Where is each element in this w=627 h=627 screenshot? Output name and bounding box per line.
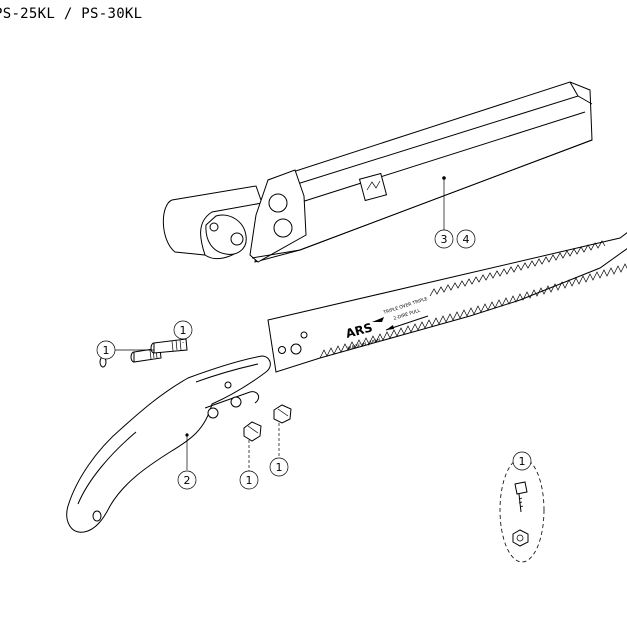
svg-text:1: 1 xyxy=(519,455,526,468)
handle xyxy=(66,355,271,533)
handle-lanyard-hole xyxy=(92,510,102,522)
callout-sheath-alt: 4 xyxy=(456,229,476,249)
page-title: PS-25KL / PS-30KL xyxy=(0,6,143,22)
callout-sheath: 3 xyxy=(434,229,454,249)
callout-handle: 2 xyxy=(177,470,197,490)
callout-bolt-top: 1 xyxy=(173,320,193,340)
svg-text:1: 1 xyxy=(103,344,110,357)
bolt-top xyxy=(150,338,188,354)
leader-lines xyxy=(114,178,445,472)
svg-text:3: 3 xyxy=(441,233,448,246)
callout-nut-mid: 1 xyxy=(239,470,259,490)
sheath-end-plate xyxy=(249,169,307,263)
callout-detail: 1 xyxy=(512,451,532,471)
callout-bolt-left: 1 xyxy=(96,340,116,360)
detail-view xyxy=(499,457,545,563)
svg-text:1: 1 xyxy=(180,324,187,337)
sheath xyxy=(162,81,593,263)
svg-text:4: 4 xyxy=(463,233,470,246)
blade-brand: ARS xyxy=(344,320,374,341)
nut-mid xyxy=(243,421,262,442)
saw-blade: ARS TRIPLE OVER TRIPLE 2-DIRE PULL MADE … xyxy=(267,232,627,373)
svg-text:1: 1 xyxy=(276,461,283,474)
sheath-belt-loop xyxy=(162,185,263,256)
svg-text:1: 1 xyxy=(246,474,253,487)
handle-body xyxy=(66,355,271,533)
saw-teeth xyxy=(319,263,627,359)
nut-right xyxy=(273,404,292,424)
callout-nut-right: 1 xyxy=(269,457,289,477)
svg-text:2: 2 xyxy=(184,474,191,487)
